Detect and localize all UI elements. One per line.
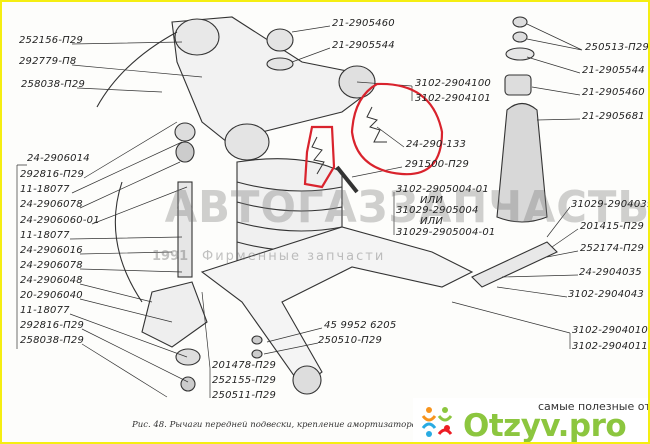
otzyv-people-icon: [421, 407, 453, 437]
part-label: 3102-2904101: [415, 93, 491, 104]
part-label: 250511-П29: [212, 390, 277, 401]
part-label-or: ИЛИ: [420, 216, 444, 227]
part-label: 292816-П29: [20, 169, 85, 180]
part-label: 31029-2905004-01: [396, 227, 496, 238]
part-label: 201415-П29: [580, 221, 645, 232]
knuckle: [141, 281, 208, 348]
part-label: 258038-П29: [21, 79, 86, 90]
part-label: 252155-П29: [212, 375, 277, 386]
watermark-subtitle: Фирменные запчасти: [202, 249, 386, 264]
part-label: 3102-2904010: [572, 325, 648, 336]
part-label: 292816-П29: [20, 320, 85, 331]
part-label: 24-2906016: [20, 245, 83, 256]
part-label-highlighted: 24-290-133: [406, 139, 467, 150]
part-label: 24-2904035: [579, 267, 642, 278]
part-label: 252156-П29: [19, 35, 84, 46]
part-label: 3102-2904100: [415, 78, 491, 89]
part-label: 31029-2904039: [571, 199, 650, 210]
upper-arm: [171, 16, 363, 143]
part-label: 11-18077: [20, 305, 70, 316]
part-label: 21-2905460: [582, 87, 645, 98]
part-label: 11-18077: [20, 230, 70, 241]
figure-caption: Рис. 48. Рычаги передней подвески, крепл…: [132, 420, 490, 430]
part-label: 252174-П29: [580, 243, 645, 254]
part-label: 11-18077: [20, 184, 70, 195]
lower-arm: [200, 226, 474, 388]
part-label: 24-2906014: [27, 153, 90, 164]
part-label: 21-2905544: [332, 40, 395, 51]
part-label: 258038-П29: [20, 335, 85, 346]
part-label: 3102-2904011: [572, 341, 648, 352]
part-label: 24-2906048: [20, 275, 83, 286]
part-label: 291500-П29: [405, 159, 470, 170]
part-label: 24-2906078: [20, 260, 83, 271]
part-label: 21-2905681: [582, 111, 645, 122]
part-label: 3102-2904043: [568, 289, 644, 300]
leader-lines: [16, 23, 583, 398]
part-label: 292779-П8: [19, 56, 77, 67]
red-highlight: [303, 82, 444, 189]
part-label: 21-2905544: [582, 65, 645, 76]
part-label: 24-2906060-01: [20, 215, 100, 226]
watermark-year: 1991: [152, 249, 189, 264]
otzyv-tagline: самые полезные отзывы: [538, 400, 648, 413]
otzyv-watermark: самые полезные отзывы Otzyv.pro: [413, 398, 648, 444]
part-label-or: ИЛИ: [420, 195, 444, 206]
shock-boot: [496, 102, 548, 223]
part-label: 250510-П29: [318, 335, 383, 346]
part-label: 201478-П29: [212, 360, 277, 371]
part-label: 20-2906040: [20, 290, 83, 301]
watermark-brand: АВТОГАЗЗАПЧАСТЬ: [164, 182, 650, 233]
otzyv-logo: Otzyv.pro: [463, 408, 627, 444]
part-label: 250513-П29: [585, 42, 650, 53]
part-label: 45 9952 6205: [324, 320, 397, 331]
part-label: 21-2905460: [332, 18, 395, 29]
part-label: 31029-2905004: [396, 205, 479, 216]
part-label: 3102-2905004-01: [396, 184, 489, 195]
part-label: 24-2906078: [20, 199, 83, 210]
